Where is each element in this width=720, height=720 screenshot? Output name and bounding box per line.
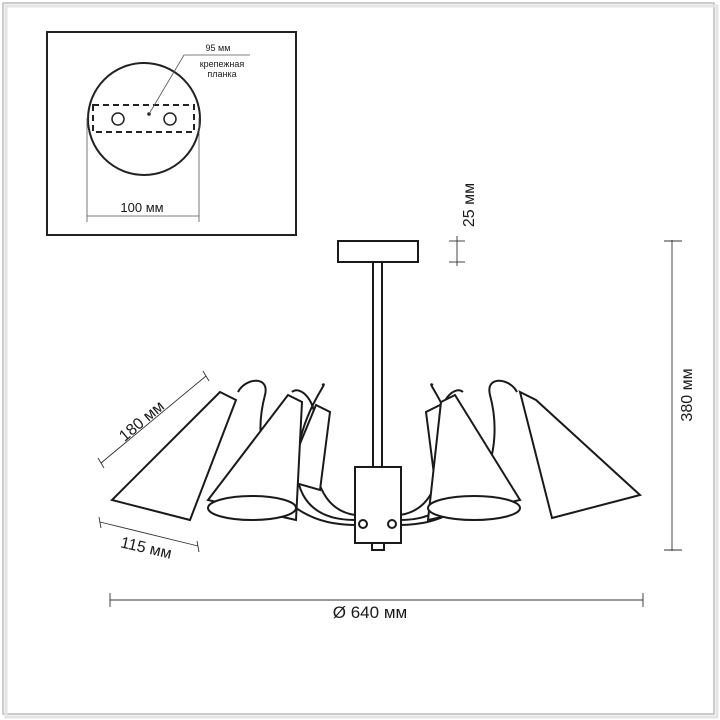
screw-hole-right [163, 112, 177, 126]
canopy [337, 240, 419, 263]
frame-shadow [4, 4, 719, 719]
inset-frame [46, 31, 297, 236]
canopy-circle [87, 62, 201, 176]
arm-joint [358, 519, 368, 529]
lamp-shade [518, 390, 643, 520]
rod [372, 261, 383, 468]
dimension-lines [97, 236, 682, 607]
mounting-plate [92, 104, 195, 133]
total-height-label: 380 мм [679, 368, 696, 421]
screw-hole-left [111, 112, 125, 126]
overall-diameter-label: Ø 640 мм [333, 603, 407, 622]
chandelier [110, 240, 643, 551]
plate-name-line2: планка [207, 69, 236, 79]
shade-opening [427, 495, 521, 521]
shade-length-label: 180 мм [116, 398, 168, 445]
canopy-diameter-label: 100 мм [120, 200, 163, 215]
leader-line [148, 54, 250, 115]
plate-width-label: 95 мм [206, 43, 231, 53]
lamp-shade [110, 390, 238, 522]
arm [237, 379, 356, 526]
lamp-shade [426, 393, 522, 522]
finial [371, 542, 385, 551]
lamp-shade [206, 393, 304, 522]
central-body [354, 466, 402, 544]
plate-name-line1: крепежная [200, 59, 245, 69]
mounting-plate-inset: 95 мм крепежная планка 100 мм [46, 31, 297, 236]
shade-opening [207, 495, 297, 521]
arm-joint [387, 519, 397, 529]
canopy-height-label: 25 мм [461, 183, 478, 227]
shade-diameter-label: 115 мм [119, 534, 173, 562]
